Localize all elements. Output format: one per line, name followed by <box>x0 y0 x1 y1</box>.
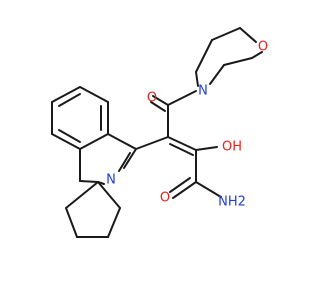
morpholine-ring <box>195 27 263 87</box>
morpholine-oxygen-label: O <box>258 40 268 55</box>
dihydroisoquinoline-ring <box>79 133 137 185</box>
bond <box>167 90 197 106</box>
side-chain <box>135 90 222 199</box>
bond <box>107 133 137 150</box>
bond <box>79 133 109 150</box>
imine-bond <box>123 148 137 169</box>
bond <box>51 86 81 103</box>
hydroxyl-label: OH <box>222 140 242 155</box>
aromatic-double-bond <box>58 129 81 143</box>
bond <box>79 86 109 103</box>
bond <box>195 181 222 198</box>
imine-nitrogen-label: N <box>106 173 116 188</box>
bond <box>251 51 263 59</box>
carbonyl-double-bond <box>152 95 169 106</box>
amide-nh2-label: NH2 <box>218 195 246 210</box>
morpholine-nitrogen-label: N <box>198 84 208 99</box>
benzene-ring <box>51 86 109 150</box>
enol-double-bond <box>167 136 197 151</box>
bond <box>65 207 78 238</box>
aromatic-double-bond <box>58 93 81 107</box>
carbonyl-oxygen-label: O <box>147 91 157 106</box>
imine-double-bond <box>118 152 131 172</box>
amide-oxygen-label: O <box>160 191 170 206</box>
bond <box>195 146 218 151</box>
bond <box>135 136 169 150</box>
bond <box>51 133 81 150</box>
bond <box>65 181 99 209</box>
amide-double-bond <box>172 181 197 199</box>
bond <box>239 27 257 43</box>
bond <box>211 27 241 41</box>
bond <box>209 64 225 85</box>
cyclopentane-ring <box>65 181 121 238</box>
enol-double-bond <box>169 143 194 156</box>
carbonyl-double-bond <box>150 101 166 112</box>
bond <box>79 180 99 183</box>
bond <box>107 207 121 238</box>
bond <box>195 39 213 73</box>
bond <box>195 71 199 87</box>
amide-double-bond <box>169 177 191 193</box>
bond <box>97 181 121 209</box>
chemical-structure: O N O OH O NH2 N <box>51 27 268 238</box>
bond <box>223 57 253 66</box>
